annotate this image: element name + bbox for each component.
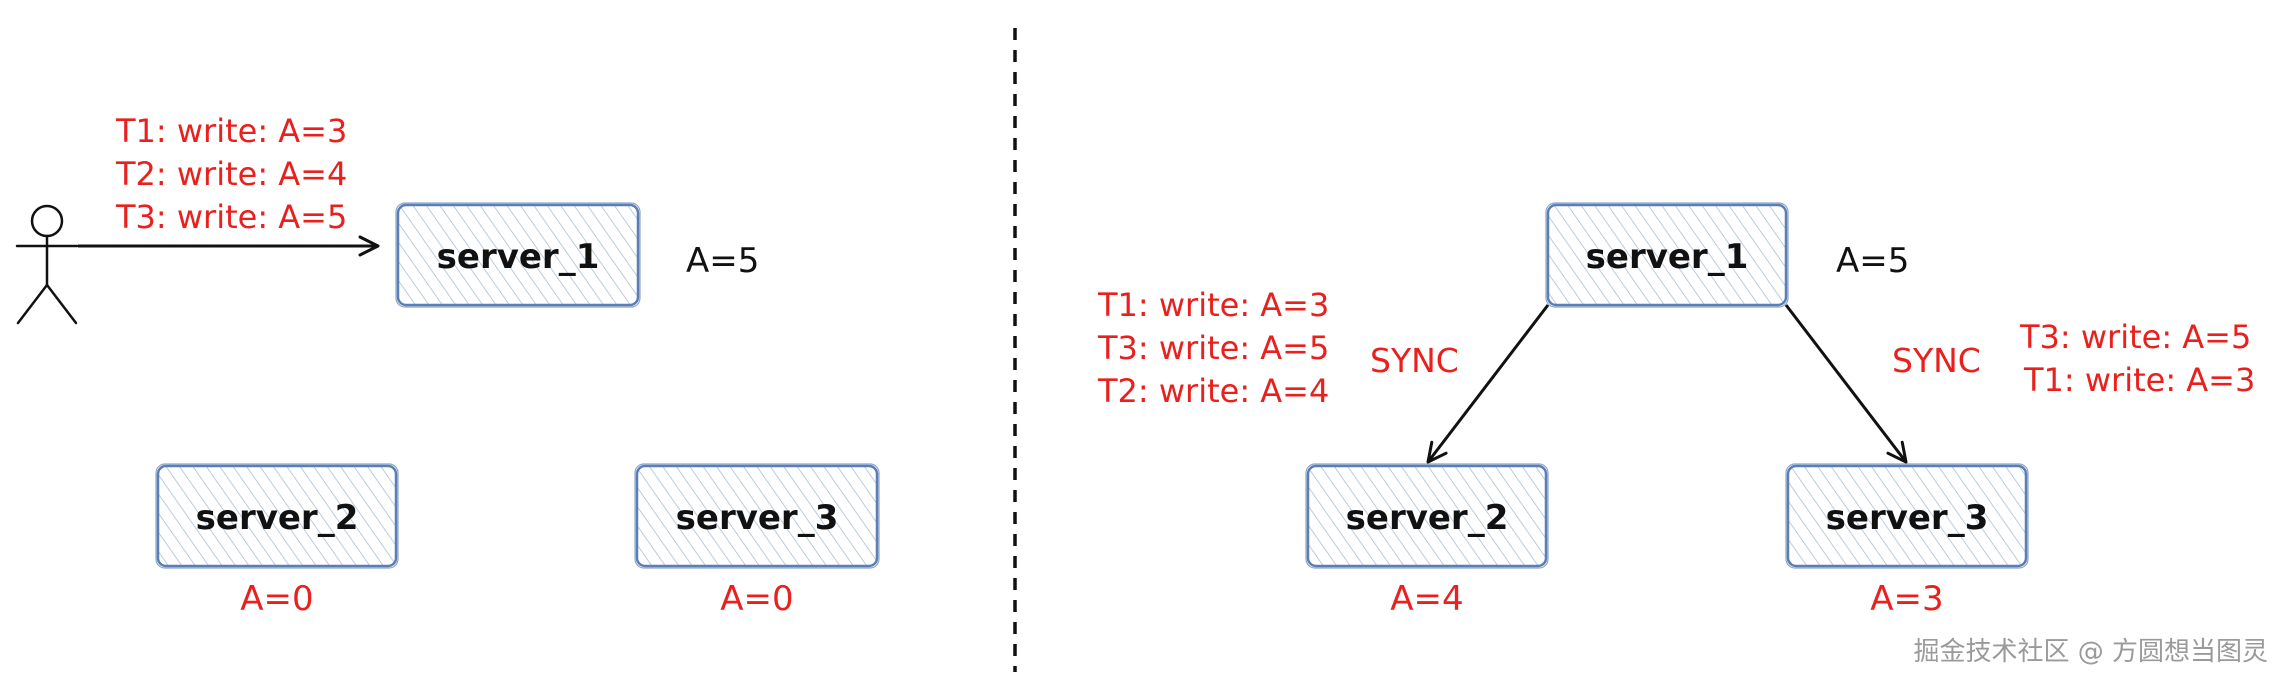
right-server-2-box: server_2 bbox=[1305, 463, 1549, 569]
left-server-1-label: server_1 bbox=[437, 237, 600, 277]
right-server-1-value: A=5 bbox=[1836, 241, 1909, 281]
write-line-1: T1: write: A=3 bbox=[115, 112, 347, 150]
server-3-write-line-1: T3: write: A=5 bbox=[2019, 318, 2251, 356]
right-server-3-label: server_3 bbox=[1826, 498, 1989, 538]
watermark: 掘金技术社区 @ 方圆想当图灵 bbox=[1913, 637, 2268, 667]
sync-arrow-to-server-3 bbox=[1784, 304, 1908, 464]
left-server-3-value: A=0 bbox=[720, 579, 793, 619]
server-2-write-line-1: T1: write: A=3 bbox=[1097, 286, 1329, 324]
server-2-write-line-3: T2: write: A=4 bbox=[1097, 372, 1329, 410]
left-server-2-label: server_2 bbox=[196, 498, 359, 538]
right-server-3-box: server_3 bbox=[1785, 463, 2029, 569]
server-2-write-line-2: T3: write: A=5 bbox=[1097, 329, 1329, 367]
server-3-write-line-2: T1: write: A=3 bbox=[2023, 361, 2255, 399]
left-server-1-value: A=5 bbox=[686, 241, 759, 281]
right-panel: server_1 A=5 server_2 A=4 server_3 A=3 S… bbox=[1097, 202, 2255, 619]
left-server-3-label: server_3 bbox=[676, 498, 839, 538]
stick-figure-icon bbox=[15, 204, 79, 325]
left-server-1-box: server_1 bbox=[395, 202, 641, 308]
right-server-1-label: server_1 bbox=[1586, 237, 1749, 277]
write-line-3: T3: write: A=5 bbox=[115, 198, 347, 236]
right-server-2-value: A=4 bbox=[1390, 579, 1463, 619]
left-server-2-box: server_2 bbox=[155, 463, 399, 569]
left-server-3-box: server_3 bbox=[634, 463, 880, 569]
sync-label-left: SYNC bbox=[1370, 341, 1459, 380]
sync-arrow-to-server-2 bbox=[1426, 304, 1550, 464]
left-server-2-value: A=0 bbox=[240, 579, 313, 619]
right-server-2-label: server_2 bbox=[1346, 498, 1509, 538]
write-line-2: T2: write: A=4 bbox=[115, 155, 347, 193]
sync-label-right: SYNC bbox=[1892, 341, 1981, 380]
right-server-3-value: A=3 bbox=[1870, 579, 1943, 619]
right-server-1-box: server_1 bbox=[1545, 202, 1789, 308]
left-panel: T1: write: A=3 T2: write: A=4 T3: write:… bbox=[15, 112, 880, 619]
